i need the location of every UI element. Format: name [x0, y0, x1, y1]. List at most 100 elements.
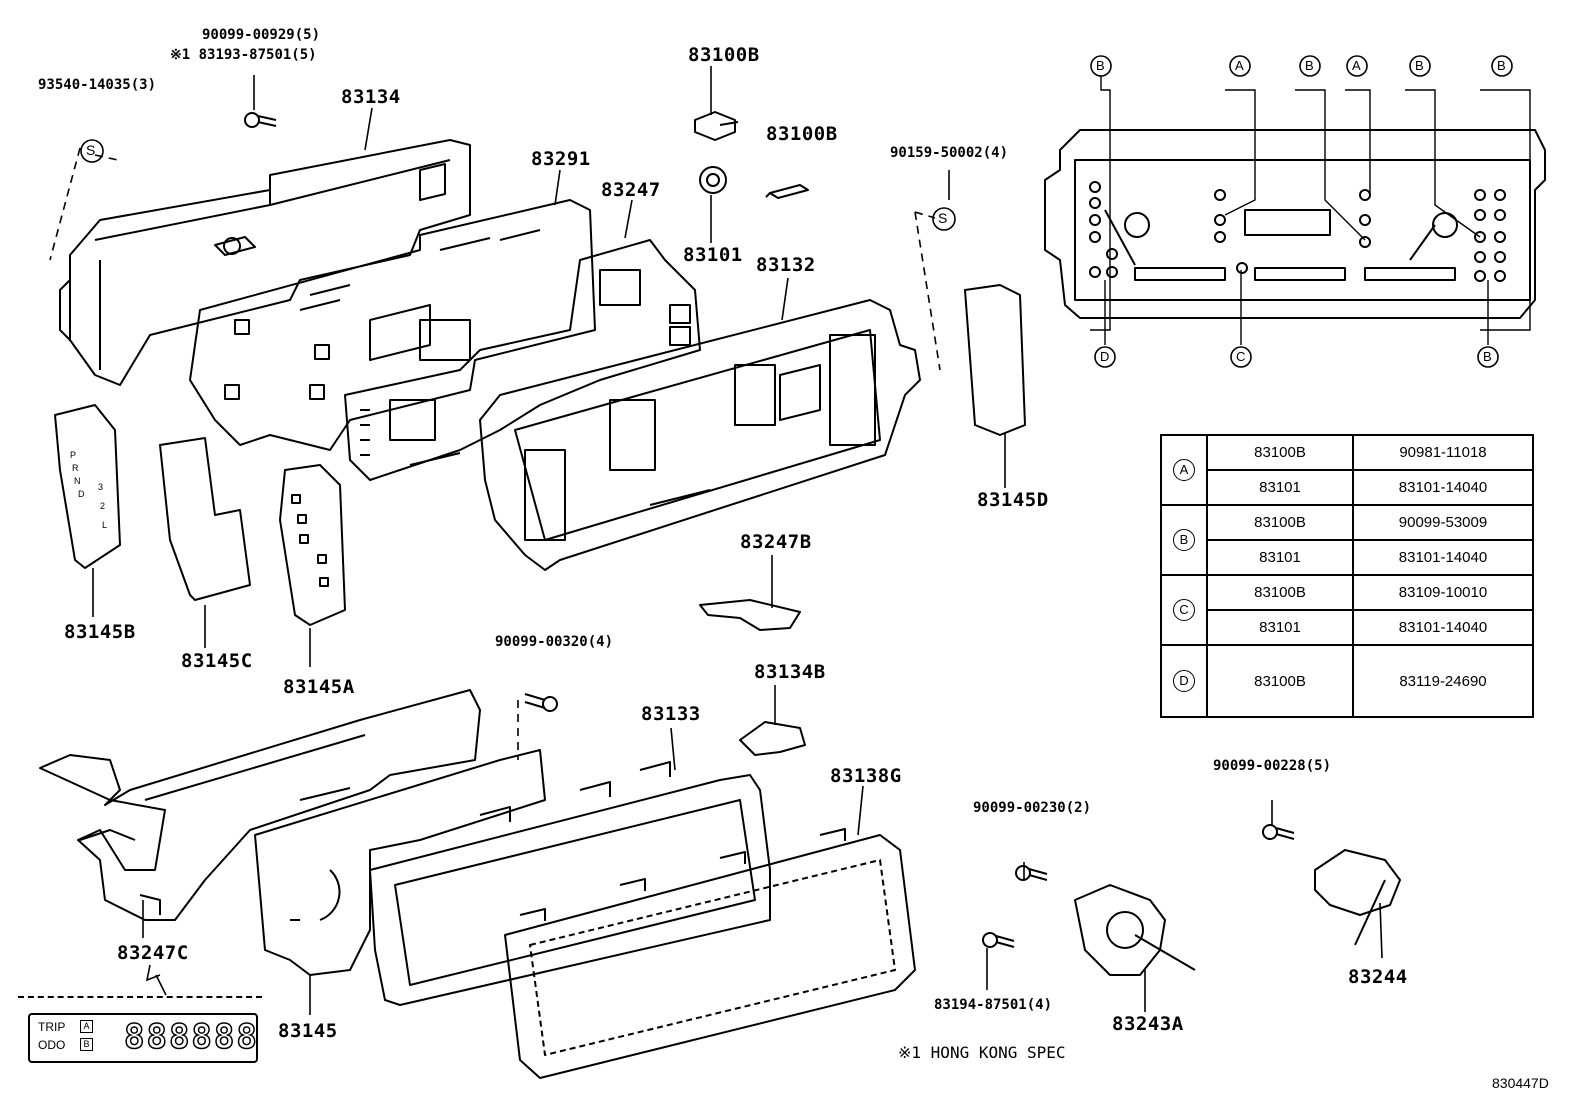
odometer-detail: TRIP ODO A B 888888: [18, 996, 262, 1068]
pos-top-6: B: [1497, 58, 1506, 73]
label-90099-00228[interactable]: 90099-00228(5): [1213, 758, 1332, 774]
pos-top-5: B: [1415, 58, 1424, 73]
pos-top-3: B: [1305, 58, 1314, 73]
footnote-hong-kong-spec: ※1 HONG KONG SPEC: [898, 1043, 1066, 1062]
shift-r: R: [72, 463, 79, 473]
legend-cell: 83101-14040: [1352, 539, 1534, 576]
label-83145d[interactable]: 83145D: [977, 489, 1049, 511]
part-83145d-cover[interactable]: [964, 284, 1026, 436]
odometer-odo-label: ODO: [38, 1038, 66, 1052]
legend-cell: 83101-14040: [1352, 609, 1534, 646]
label-83134b[interactable]: 83134B: [754, 661, 826, 683]
label-83243a[interactable]: 83243A: [1112, 1013, 1184, 1035]
label-83247[interactable]: 83247: [601, 179, 661, 201]
legend-cell: 83100B: [1206, 504, 1354, 541]
part-83133-bezel[interactable]: [369, 761, 771, 1006]
pos-top-2: A: [1235, 58, 1244, 73]
label-90099-00929[interactable]: 90099-00929(5): [202, 27, 321, 43]
bulb-83100b[interactable]: [765, 184, 809, 199]
label-83291[interactable]: 83291: [531, 148, 591, 170]
s-marker-right: S: [938, 210, 948, 226]
legend-key-c: C: [1160, 574, 1208, 646]
part-83132-case[interactable]: [479, 299, 921, 571]
legend-key-a-label: A: [1173, 459, 1195, 481]
leader-lines: [92, 66, 1383, 1015]
screw-90099-00320[interactable]: [524, 693, 558, 712]
label-83193-87501[interactable]: ※1 83193-87501(5): [170, 47, 317, 63]
part-83244-gauge[interactable]: [1314, 849, 1401, 946]
s-marker-left: S: [86, 142, 96, 158]
shift-2: 2: [100, 501, 106, 511]
screw-90099-00929[interactable]: [244, 112, 277, 128]
label-83145[interactable]: 83145: [278, 1020, 338, 1042]
dashed-guides: [49, 147, 941, 760]
label-90099-00230[interactable]: 90099-00230(2): [973, 800, 1092, 816]
label-83247b[interactable]: 83247B: [740, 531, 812, 553]
part-83134-housing[interactable]: [59, 139, 471, 386]
label-83145a[interactable]: 83145A: [283, 676, 355, 698]
label-83138g[interactable]: 83138G: [830, 765, 902, 787]
label-83145c[interactable]: 83145C: [181, 650, 253, 672]
pos-top-4: A: [1352, 58, 1361, 73]
odometer-b-indicator: B: [80, 1038, 93, 1051]
shift-n: N: [74, 476, 81, 486]
part-83145a-plate[interactable]: [279, 464, 346, 626]
socket-marks: [1089, 181, 1506, 282]
odometer-frame: [18, 996, 262, 999]
screw-90099-00228[interactable]: [1262, 824, 1295, 840]
bulb-83100b-top[interactable]: [694, 111, 739, 141]
legend-key-a: A: [1160, 434, 1208, 506]
part-83145b-indicator[interactable]: [54, 404, 121, 569]
socket-83101[interactable]: [699, 166, 727, 194]
odometer-trip-label: TRIP: [38, 1020, 66, 1034]
legend-cell: 83101: [1206, 539, 1354, 576]
legend-cell: 83101-14040: [1352, 469, 1534, 506]
part-83291-plate[interactable]: [189, 199, 596, 451]
legend-key-d: D: [1160, 644, 1208, 718]
part-83134b-clip[interactable]: [739, 721, 806, 756]
cluster-rear-view: [1044, 129, 1546, 319]
shift-d: D: [78, 489, 85, 499]
screw-83194-87501[interactable]: [982, 932, 1015, 948]
label-83100b[interactable]: 83100B: [766, 123, 838, 145]
diagram-id: 830447D: [1492, 1075, 1549, 1091]
label-83194-87501[interactable]: 83194-87501(4): [934, 997, 1053, 1013]
legend-cell: 90981-11018: [1352, 434, 1534, 471]
pos-bottom-2: C: [1236, 349, 1246, 364]
label-83145b[interactable]: 83145B: [64, 621, 136, 643]
label-83100b-top[interactable]: 83100B: [688, 44, 760, 66]
legend-cell: 83101: [1206, 609, 1354, 646]
legend-key-d-label: D: [1173, 670, 1195, 692]
label-83134[interactable]: 83134: [341, 86, 401, 108]
part-83247-board[interactable]: [344, 239, 701, 481]
part-83145c-plate[interactable]: [159, 437, 251, 601]
odometer-display: TRIP ODO A B 888888: [28, 1013, 258, 1063]
label-83244[interactable]: 83244: [1348, 966, 1408, 988]
pos-bottom-1: D: [1100, 349, 1110, 364]
legend-cell: 90099-53009: [1352, 504, 1534, 541]
legend-cell: 83100B: [1206, 574, 1354, 611]
part-83145-dial[interactable]: [254, 749, 546, 976]
shift-p: P: [70, 450, 77, 460]
part-83247c-board[interactable]: [39, 689, 481, 921]
screw-90099-00230[interactable]: [1015, 865, 1048, 881]
label-83247c[interactable]: 83247C: [117, 942, 189, 964]
legend-cell: 83119-24690: [1352, 644, 1534, 718]
legend-cell: 83109-10010: [1352, 574, 1534, 611]
label-83132[interactable]: 83132: [756, 254, 816, 276]
part-83243a-gauge[interactable]: [1074, 884, 1196, 976]
label-93540-14035[interactable]: 93540-14035(3): [38, 77, 157, 93]
label-83101[interactable]: 83101: [683, 244, 743, 266]
legend-key-b: B: [1160, 504, 1208, 576]
callout-circles: [80, 55, 1513, 368]
label-90099-00320[interactable]: 90099-00320(4): [495, 634, 614, 650]
part-83247b-bracket[interactable]: [699, 599, 801, 631]
pos-top-1: B: [1096, 58, 1105, 73]
part-83138g-glass[interactable]: [504, 828, 916, 1079]
label-83133[interactable]: 83133: [641, 703, 701, 725]
bulb-leaders: [1090, 76, 1531, 345]
odometer-a-indicator: A: [80, 1020, 93, 1033]
shift-3: 3: [98, 482, 104, 492]
label-90159-50002[interactable]: 90159-50002(4): [890, 145, 1009, 161]
